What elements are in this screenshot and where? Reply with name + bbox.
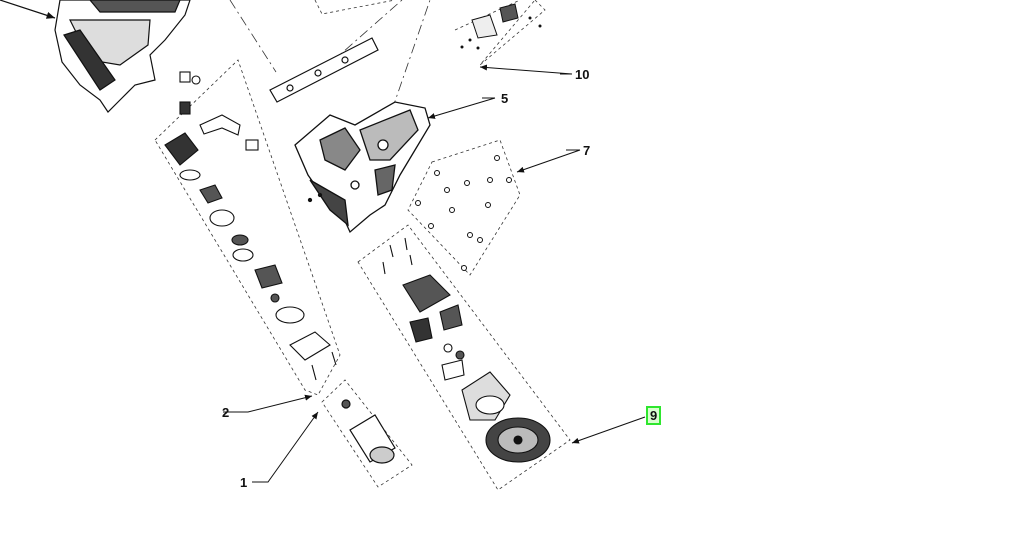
callout-5[interactable]: 5 xyxy=(501,91,509,106)
handle-assembly xyxy=(0,0,191,113)
group-1-motor xyxy=(321,379,413,488)
center-lines xyxy=(229,0,431,111)
group-9-wheel xyxy=(357,224,571,491)
main-housing xyxy=(294,101,431,234)
callout-2[interactable]: 2 xyxy=(222,405,230,420)
callout-7[interactable]: 7 xyxy=(583,143,591,158)
leader-stubs xyxy=(482,73,580,151)
top-dashed-box xyxy=(314,0,396,15)
shaft-tube xyxy=(269,37,379,103)
callout-1[interactable]: 1 xyxy=(240,475,248,490)
callout-10[interactable]: 10 xyxy=(575,67,590,82)
group-2-gearbox xyxy=(154,59,341,396)
group-7-screws xyxy=(407,139,521,276)
callout-9-highlighted[interactable]: 9 xyxy=(646,406,662,425)
group-10-box xyxy=(454,0,546,66)
